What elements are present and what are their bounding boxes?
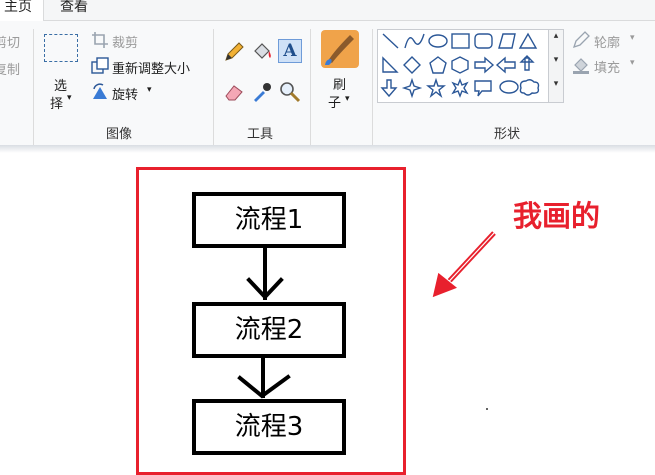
resize-button[interactable]: 重新调整大小 (112, 62, 191, 77)
fill-icon (573, 58, 589, 74)
ribbon: 剪切 复制 选 择 ▾ 裁剪 重新调整大小 旋转 ▾ 图像 A 工具 (0, 21, 655, 159)
pencil-icon[interactable] (223, 41, 245, 63)
cut-button[interactable]: 剪切 (0, 36, 21, 51)
flow-step-3: 流程3 (192, 399, 346, 455)
copy-button[interactable]: 复制 (0, 63, 21, 78)
select-label-top[interactable]: 选 (54, 79, 68, 94)
eraser-icon[interactable] (223, 81, 245, 103)
brush-label-bottom[interactable]: 子 (328, 96, 342, 111)
select-dropdown-icon[interactable]: ▾ (67, 93, 72, 103)
image-group-label: 图像 (106, 127, 133, 142)
outline-button[interactable]: 轮廓 (594, 36, 621, 51)
shapes-gallery (377, 29, 549, 103)
flow-step-1: 流程1 (192, 192, 346, 248)
crop-icon (92, 32, 108, 48)
annotation-label: 我画的 (513, 199, 601, 233)
brush-label-top[interactable]: 刷 (333, 78, 347, 93)
rotate-dropdown-icon[interactable]: ▾ (147, 85, 152, 95)
select-label-bottom[interactable]: 择 (50, 97, 64, 112)
outline-icon (572, 31, 590, 49)
brush-dropdown-icon[interactable]: ▾ (345, 94, 350, 104)
shapes-group-label: 形状 (494, 127, 521, 142)
resize-icon (91, 57, 109, 74)
select-icon[interactable] (44, 34, 78, 62)
separator (213, 29, 214, 159)
annotation-arrow (431, 231, 496, 299)
separator (372, 29, 373, 159)
separator (33, 29, 34, 159)
fill-button[interactable]: 填充 (594, 61, 621, 76)
outline-dropdown-icon[interactable]: ▾ (630, 33, 635, 43)
flow-step-2: 流程2 (192, 302, 346, 358)
color-picker-icon[interactable] (251, 81, 273, 103)
flow-arrow-1-head (246, 277, 284, 300)
flow-arrow-2-head (237, 374, 291, 399)
rotate-button[interactable]: 旋转 (112, 88, 139, 103)
red-highlight-box (136, 167, 406, 475)
fill-dropdown-icon[interactable]: ▾ (630, 58, 635, 68)
text-tool-icon[interactable]: A (278, 39, 302, 63)
stray-dot (486, 408, 488, 410)
brush-icon[interactable] (320, 29, 360, 69)
tab-home[interactable]: 主页 (0, 0, 44, 21)
magnifier-icon[interactable] (279, 81, 301, 103)
tab-view[interactable]: 查看 (60, 0, 88, 15)
separator (310, 29, 311, 159)
fill-bucket-icon[interactable] (251, 41, 273, 63)
rotate-icon (93, 83, 107, 99)
shapes-grid (380, 32, 540, 99)
crop-button[interactable]: 裁剪 (112, 36, 139, 51)
ribbon-tabs: 主页 查看 (0, 0, 655, 21)
shapes-scrollbar[interactable]: ▴▾▾ (548, 29, 564, 103)
canvas-top-shadow (0, 145, 655, 153)
tools-group-label: 工具 (247, 127, 274, 142)
